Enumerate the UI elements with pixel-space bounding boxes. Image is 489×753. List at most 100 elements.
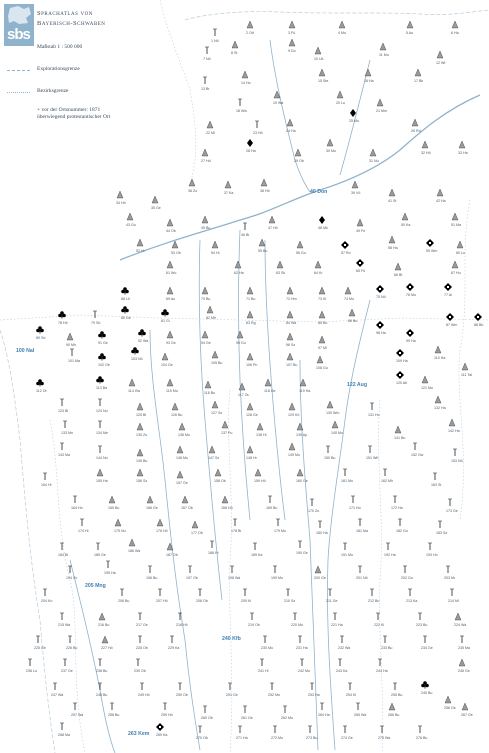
place-marker-90-mh bbox=[66, 332, 74, 341]
place-label: 76 Mu bbox=[406, 293, 416, 297]
place-label: 54 Hi bbox=[211, 251, 220, 255]
place-label: 230 Mu bbox=[261, 646, 273, 650]
place-marker-22-mi bbox=[206, 120, 214, 129]
place-label: 266 Bu bbox=[388, 713, 399, 717]
place-marker-262-mu bbox=[283, 705, 287, 713]
place-label: 69 Au bbox=[166, 297, 175, 301]
place-label: 67 Hu bbox=[451, 271, 461, 275]
exploration-boundary bbox=[0, 9, 489, 753]
place-marker-261-ge bbox=[243, 705, 247, 713]
place-label: 126 Bu bbox=[171, 413, 182, 417]
place-label: 234 Ge bbox=[421, 646, 433, 650]
place-label: 13 Br bbox=[201, 87, 210, 91]
place-marker-49-fe bbox=[356, 218, 364, 227]
place-marker-65-fü bbox=[356, 259, 364, 267]
place-label: 42 Ha bbox=[436, 199, 446, 203]
place-label: 129 Kö bbox=[288, 413, 299, 417]
place-marker-61-wo bbox=[166, 260, 174, 269]
place-marker-33-ha bbox=[458, 140, 466, 149]
place-marker-96-sz bbox=[286, 332, 294, 341]
place-label: 82 Mh bbox=[206, 316, 216, 320]
place-label: 65 Fü bbox=[356, 269, 365, 273]
place-label: 18 Ww bbox=[236, 109, 247, 113]
place-marker-220-mu bbox=[293, 612, 297, 620]
place-label: 17 Bk bbox=[414, 79, 423, 83]
place-marker-11-mu bbox=[379, 42, 387, 51]
place-marker-234-ge bbox=[423, 635, 427, 643]
place-marker-154-hi bbox=[43, 472, 47, 480]
place-label: 3 Fü bbox=[288, 31, 295, 35]
place-marker-147-sz bbox=[208, 445, 216, 454]
place-label: 35 Ge bbox=[151, 206, 161, 210]
place-label: 113 Ba bbox=[96, 386, 107, 390]
place-marker-244-ha bbox=[378, 658, 382, 666]
place-marker-69-au bbox=[166, 286, 174, 295]
place-marker-79-sö bbox=[93, 310, 97, 318]
place-marker-6-ha bbox=[451, 20, 459, 29]
place-marker-24-ha bbox=[286, 118, 294, 127]
place-marker-93-ge bbox=[166, 330, 174, 339]
place-marker-259-hö bbox=[163, 702, 167, 710]
place-marker-236-lu bbox=[28, 658, 32, 666]
place-marker-231-ha bbox=[298, 635, 302, 643]
place-label: 176 Hö bbox=[156, 529, 168, 533]
place-label: 213 Ka bbox=[406, 599, 417, 603]
place-marker-253-ha bbox=[310, 682, 314, 690]
place-marker-104-ge bbox=[161, 352, 169, 361]
atlas-logo: sbs bbox=[4, 4, 34, 46]
place-marker-197-ob bbox=[188, 565, 192, 573]
place-marker-16-ha bbox=[364, 68, 372, 77]
place-marker-255-bu bbox=[393, 682, 397, 690]
place-label: 225 Ge bbox=[34, 646, 46, 650]
exploration-boundary-swatch bbox=[7, 70, 30, 71]
place-marker-124-nu bbox=[98, 398, 102, 406]
place-label: 94 Ge bbox=[201, 341, 211, 345]
place-label: 49 Fe bbox=[356, 229, 365, 233]
place-label: 217 Ge bbox=[136, 623, 148, 627]
place-marker-175-nu bbox=[114, 518, 122, 527]
place-marker-85-bu bbox=[318, 310, 326, 319]
place-marker-224-wa bbox=[454, 612, 462, 621]
place-label: 131 Ho bbox=[368, 413, 380, 417]
place-label: 237 Ge bbox=[61, 669, 73, 673]
place-marker-51-ma bbox=[451, 212, 459, 221]
place-marker-57-ro bbox=[341, 241, 349, 249]
place-label: 112 Ot bbox=[36, 389, 47, 393]
place-marker-126-bu bbox=[171, 402, 179, 411]
place-label: 80 Ge bbox=[121, 316, 131, 320]
place-marker-76-mu bbox=[406, 283, 414, 291]
place-marker-19-wa bbox=[273, 90, 281, 99]
place-label: 218 Hö bbox=[176, 623, 188, 627]
place-marker-20-lu bbox=[336, 90, 344, 99]
place-marker-58-ha bbox=[388, 235, 396, 244]
place-label: 207 Hö bbox=[156, 599, 168, 603]
place-marker-128-ge bbox=[246, 402, 254, 411]
place-marker-198-wa bbox=[230, 565, 234, 573]
place-marker-92-wa bbox=[138, 329, 146, 337]
place-marker-2-ott bbox=[246, 20, 254, 29]
place-label: 232 Wa bbox=[338, 646, 350, 650]
place-marker-233-bu bbox=[383, 635, 387, 643]
place-label: 222 Ki bbox=[374, 623, 384, 627]
place-label: 226 Bu bbox=[66, 646, 77, 650]
place-marker-218-hö bbox=[178, 612, 182, 620]
place-label: 202 Gu bbox=[401, 576, 413, 580]
place-label: 39 Vö bbox=[351, 191, 360, 195]
place-label: 77 Ai bbox=[444, 293, 452, 297]
place-marker-222-ki bbox=[376, 612, 380, 620]
place-label: 242 Mu bbox=[298, 669, 310, 673]
place-label: 85 Bu bbox=[318, 321, 327, 325]
place-marker-162-mh bbox=[383, 468, 387, 476]
place-label: 221 Ha bbox=[331, 623, 343, 627]
place-label: 203 Mr bbox=[444, 576, 456, 580]
place-label: 239 Ob bbox=[134, 669, 146, 673]
place-label: 209 Ki bbox=[241, 599, 251, 603]
place-marker-204-ko bbox=[43, 588, 47, 596]
place-marker-186-wa bbox=[128, 538, 136, 547]
place-label: 81 Gi bbox=[161, 319, 170, 323]
place-marker-193-ho bbox=[428, 542, 432, 550]
place-label: 215 Wa bbox=[58, 623, 70, 627]
place-label: 120 Ab bbox=[396, 381, 407, 385]
place-label: 265 Wa bbox=[354, 713, 366, 717]
